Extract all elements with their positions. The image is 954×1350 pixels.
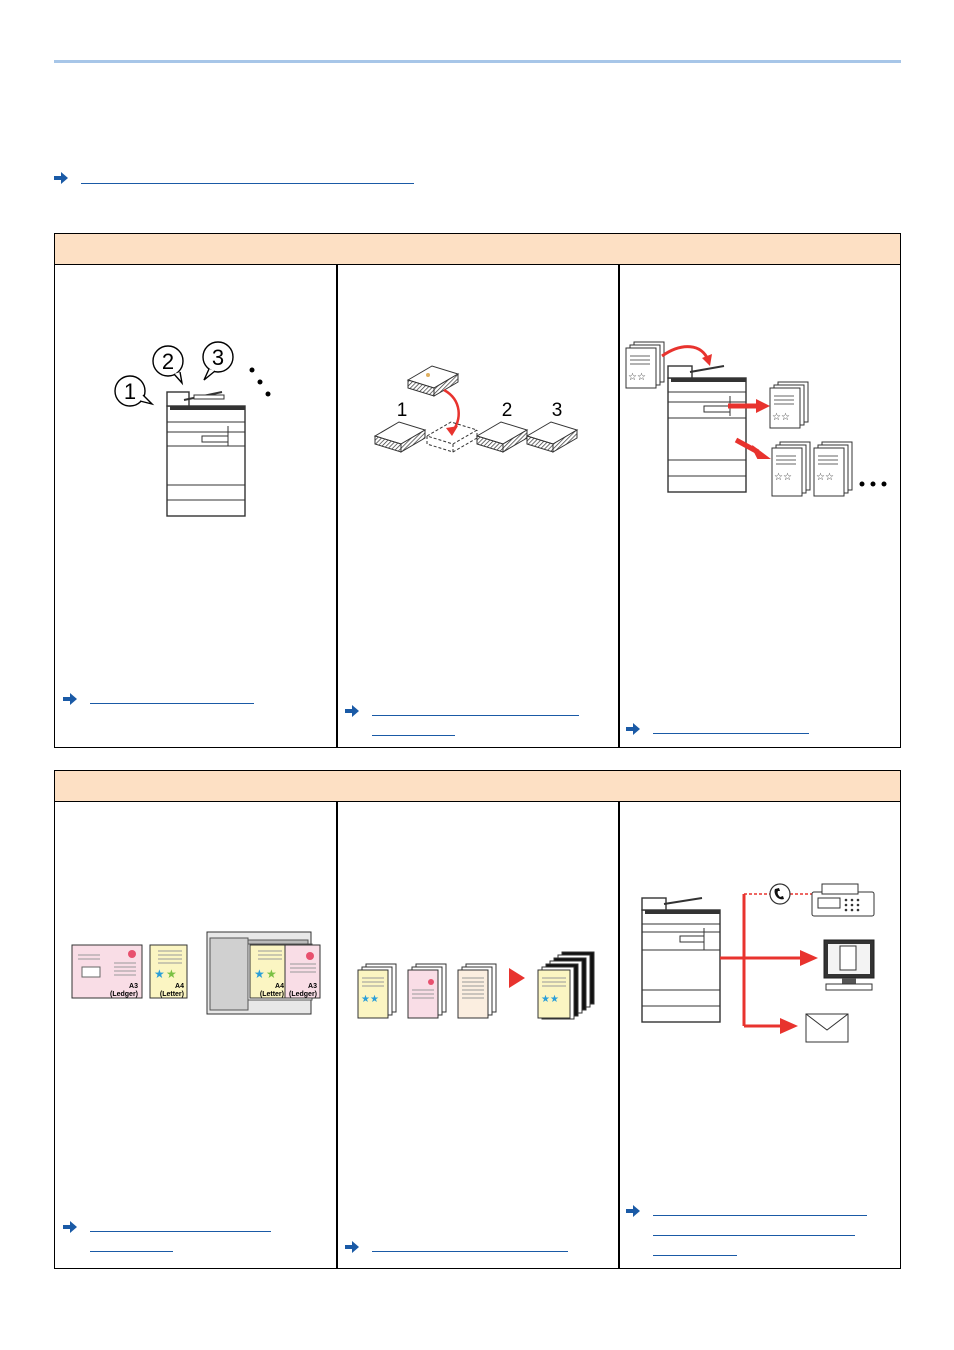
document-stack-icon: ★★ xyxy=(357,963,397,1019)
bubble-number-2: 2 xyxy=(162,349,174,374)
star-icon: ★ xyxy=(154,967,165,981)
arrow-right-icon xyxy=(345,705,359,717)
arrow-right-icon xyxy=(63,1221,77,1233)
bubble-number-1: 1 xyxy=(124,379,136,404)
arrow-right-icon xyxy=(626,723,640,735)
mfp-printer-icon xyxy=(667,365,747,493)
cell-2-link-line-1[interactable] xyxy=(372,715,579,716)
document-stack-icon: ★★ xyxy=(537,951,595,1020)
cell-4-link-line-1[interactable] xyxy=(90,1231,271,1232)
computer-monitor-icon xyxy=(823,939,875,991)
cell-6-link-line-3[interactable] xyxy=(653,1255,737,1256)
mfp-printer-icon xyxy=(641,897,721,1023)
loaded-a4-size-label: A4 xyxy=(275,983,284,990)
speech-bubble-icon: 1 xyxy=(114,375,155,407)
arrow-right-icon xyxy=(54,172,68,184)
loaded-a3-alt-label: (Ledger) xyxy=(289,991,317,998)
document-stack-icon: ☆☆ xyxy=(769,381,809,429)
illustration-stack-insert: 1 2 3 xyxy=(373,365,579,453)
telephone-icon xyxy=(769,883,791,905)
document-stack-icon xyxy=(457,963,497,1019)
star-icon: ☆☆ xyxy=(816,472,834,483)
speech-bubble-icon: 3 xyxy=(202,341,234,381)
arrow-right-icon xyxy=(63,693,77,705)
cell-3-link[interactable] xyxy=(653,733,809,734)
feature-panel-1 xyxy=(54,233,901,748)
sheet-a3-size-label: A3 xyxy=(129,983,138,990)
cell-5-link[interactable] xyxy=(372,1251,568,1252)
illustration-multi-send xyxy=(641,883,875,1043)
loaded-a3-size-label: A3 xyxy=(308,983,317,990)
star-icon: ☆☆ xyxy=(772,412,790,423)
illustration-multiple-jobs: 1 2 3 xyxy=(114,341,271,517)
sheet-a3: A3 (Ledger) xyxy=(71,944,143,999)
star-icon: ☆☆ xyxy=(774,472,792,483)
sheet-a4: ★ ★ A4 (Letter) xyxy=(149,944,188,999)
panel-2-divider-2 xyxy=(618,802,620,1268)
cell-4-link-line-2[interactable] xyxy=(90,1251,173,1252)
top-rule xyxy=(54,60,901,63)
star-icon: ★★ xyxy=(541,994,559,1005)
top-link-underline[interactable] xyxy=(81,183,414,184)
star-icon: ★ xyxy=(266,967,277,981)
sheet-a4-alt-label: (Letter) xyxy=(160,991,184,998)
envelope-icon xyxy=(805,1013,849,1043)
star-icon: ☆☆ xyxy=(628,372,646,383)
illustration-mixed-size: A3 (Ledger) ★ ★ A4 (Letter) ★ ★ A4 (Lett… xyxy=(71,931,321,1015)
document-stack-icon: ☆☆ xyxy=(625,341,665,389)
document-stack-icon: ☆☆ xyxy=(813,441,853,497)
bubble-number-3: 3 xyxy=(212,345,224,370)
cell-6-link-line-2[interactable] xyxy=(653,1235,855,1236)
feature-panel-2 xyxy=(54,770,901,1269)
sheet-a3-loaded: A3 (Ledger) xyxy=(284,944,321,999)
document-stack-icon xyxy=(373,421,427,453)
sheet-a4-size-label: A4 xyxy=(175,983,184,990)
sheet-a4-loaded: ★ ★ A4 (Letter) xyxy=(249,944,288,999)
speech-bubble-icon: 2 xyxy=(152,345,184,386)
cell-2-link-line-2[interactable] xyxy=(372,735,455,736)
panel-2-header xyxy=(55,771,900,802)
fax-machine-icon xyxy=(811,883,875,917)
star-icon: ★ xyxy=(254,967,265,981)
cell-6-link-line-1[interactable] xyxy=(653,1215,867,1216)
document-stack-icon xyxy=(407,963,447,1019)
panel-2-divider-1 xyxy=(336,802,338,1268)
mfp-printer-icon xyxy=(166,391,246,517)
stack-number-2: 2 xyxy=(502,400,513,421)
document-stack-icon xyxy=(525,421,579,453)
illustration-combine-documents: ★★ ★★ xyxy=(357,951,595,1020)
star-icon: ★★ xyxy=(361,994,379,1005)
panel-1-header xyxy=(55,234,900,265)
stack-number-1: 1 xyxy=(397,400,408,421)
panel-1-divider-2 xyxy=(618,265,620,747)
arrow-right-icon xyxy=(626,1205,640,1217)
document-stack-icon: ☆☆ xyxy=(771,441,811,497)
loaded-a4-alt-label: (Letter) xyxy=(260,991,284,998)
document-stack-icon xyxy=(475,421,529,453)
cell-1-link[interactable] xyxy=(90,703,254,704)
panel-1-divider-1 xyxy=(336,265,338,747)
illustration-copy-sets: ☆☆ ☆☆ ☆☆ xyxy=(625,341,887,497)
sheet-a3-alt-label: (Ledger) xyxy=(110,991,138,998)
stack-number-3: 3 xyxy=(552,400,563,421)
document-stack-icon xyxy=(406,365,460,397)
arrow-right-icon xyxy=(345,1241,359,1253)
star-icon: ★ xyxy=(166,967,177,981)
